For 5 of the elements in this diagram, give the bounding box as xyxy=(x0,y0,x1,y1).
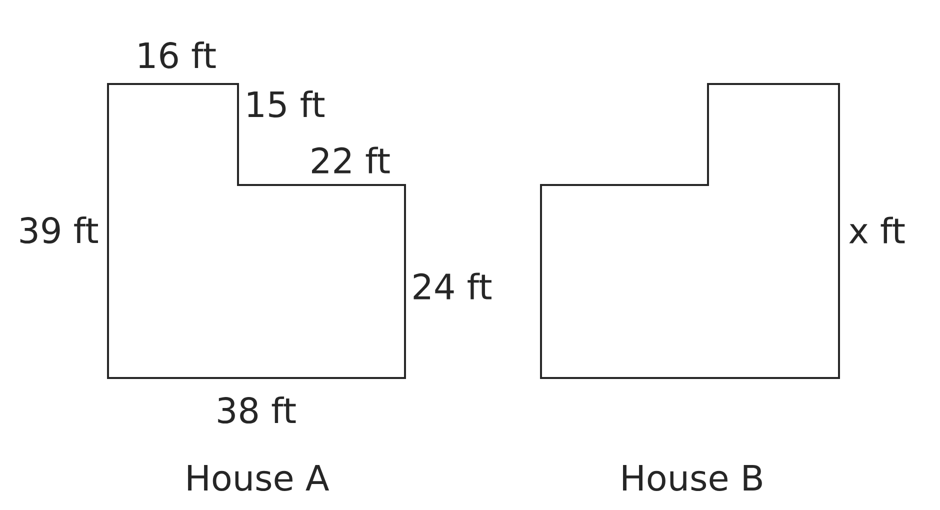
plan-caption: House A xyxy=(188,464,330,491)
dimension-label: 24 ft xyxy=(414,272,492,300)
plan-caption: House B xyxy=(623,464,762,491)
dimension-label: 15 ft xyxy=(248,90,324,118)
dimension-label: 22 ft xyxy=(312,146,390,174)
